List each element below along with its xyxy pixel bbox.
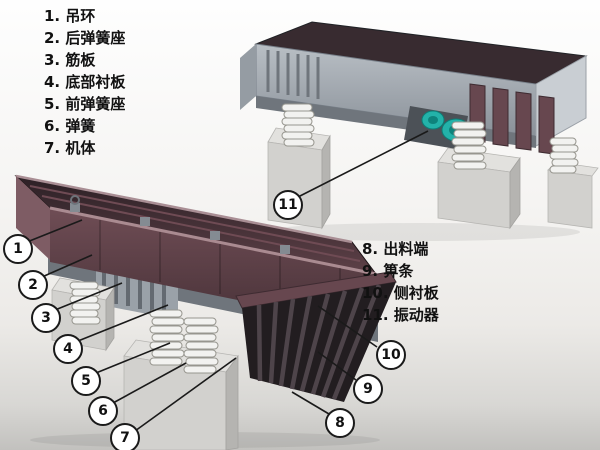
legend-item-1: 1. 吊环	[44, 7, 96, 25]
upper-spring-middle	[451, 121, 487, 170]
legend-item-5: 5. 前弹簧座	[44, 95, 126, 113]
near-rim-edge	[49, 206, 377, 276]
leader-line-11	[297, 130, 429, 198]
grate-deck	[242, 282, 396, 402]
leader-line-5	[95, 342, 171, 374]
callout-11: 11	[273, 190, 303, 220]
upper-machine-shadow	[260, 223, 580, 241]
lower-spring-front-b	[183, 317, 219, 374]
leader-line-2	[41, 254, 93, 278]
legend-item-9: 9. 箅条	[362, 262, 414, 280]
leader-line-9	[317, 351, 357, 381]
upper-left-end	[240, 44, 256, 110]
legend-item-4: 4. 底部衬板	[44, 73, 126, 91]
leader-line-8	[291, 391, 330, 415]
lower-machine	[14, 174, 397, 450]
legend-right: 8. 出料端 9. 箅条 10. 侧衬板 11. 振动器	[362, 238, 439, 326]
feed-end-wall	[16, 176, 50, 260]
lifting-lugs	[70, 195, 290, 254]
leader-line-6	[112, 362, 187, 404]
legend-item-10: 10. 侧衬板	[362, 284, 439, 302]
legend-item-2: 2. 后弹簧座	[44, 29, 126, 47]
upper-spring-right	[549, 137, 579, 174]
callout-7: 7	[110, 423, 140, 450]
callout-9: 9	[353, 374, 383, 404]
leader-line-1	[26, 219, 83, 243]
far-rim-edge	[15, 174, 353, 244]
bottom-liner-stripes	[29, 185, 361, 262]
legend-item-11: 11. 振动器	[362, 306, 439, 324]
lower-spring-front-a	[149, 309, 185, 366]
callout-4: 4	[53, 334, 83, 364]
leader-lines	[26, 130, 429, 432]
callout-10: 10	[376, 340, 406, 370]
leader-line-10	[317, 305, 378, 348]
lifting-ring-icon	[70, 195, 80, 205]
upper-spring-left	[281, 103, 315, 147]
leader-line-7	[134, 357, 237, 432]
callout-5: 5	[71, 366, 101, 396]
callout-8: 8	[325, 408, 355, 438]
leader-line-3	[54, 282, 123, 311]
leader-line-4	[77, 304, 169, 342]
upper-machine	[240, 21, 599, 241]
legend-item-6: 6. 弹簧	[44, 117, 96, 135]
callout-1: 1	[3, 234, 33, 264]
legend-item-3: 3. 筋板	[44, 51, 96, 69]
legend-item-7: 7. 机体	[44, 139, 96, 157]
legend-item-8: 8. 出料端	[362, 240, 429, 258]
callout-6: 6	[88, 396, 118, 426]
upper-panel-ribs	[266, 50, 320, 99]
callout-2: 2	[18, 270, 48, 300]
legend-left: 1. 吊环 2. 后弹簧座 3. 筋板 4. 底部衬板 5. 前弹簧座 6. 弹…	[44, 5, 125, 159]
callout-3: 3	[31, 303, 61, 333]
